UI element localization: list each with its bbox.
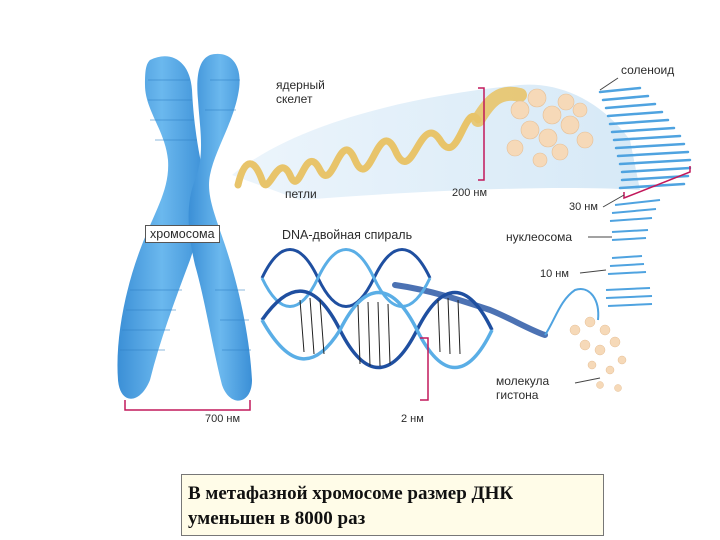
condensed-nucleosome-cluster [506, 88, 594, 168]
leader-30nm [602, 194, 625, 208]
label-loops: петли [285, 187, 317, 201]
label-chromosome: хромосома [145, 225, 220, 243]
label-700nm: 700 нм [205, 413, 241, 425]
dna-double-helix-small [260, 248, 432, 308]
chromosome-chromatid-right [188, 53, 252, 401]
label-200nm: 200 нм [452, 187, 488, 199]
nucleosome-fiber [605, 199, 661, 307]
label-nuclear-skeleton: ядерный скелет [276, 78, 325, 106]
label-30nm: 30 нм [569, 201, 598, 213]
bracket-200nm [478, 87, 485, 181]
label-histone: молекула гистона [496, 374, 550, 402]
caption-line-2: уменьшен в 8000 раз [188, 508, 366, 529]
caption-line-1: В метафазной хромосоме размер ДНК [188, 483, 514, 504]
loose-nucleosomes [569, 316, 627, 392]
chromatin-loops [234, 113, 482, 189]
dna-double-helix-large [260, 289, 494, 370]
label-nucleosome: нуклеосома [506, 230, 573, 244]
bracket-700nm [124, 400, 251, 411]
label-dna-helix: DNA-двойная спираль [282, 228, 413, 242]
label-2nm: 2 нм [401, 413, 424, 425]
leader-histone [574, 377, 601, 384]
label-10nm: 10 нм [540, 268, 569, 280]
leader-10nm [579, 269, 607, 274]
caption-box: В метафазной хромосоме размер ДНК уменьш… [181, 474, 604, 536]
solenoid-coil [598, 86, 692, 190]
leader-solenoid [599, 77, 619, 91]
label-solenoid: соленоид [621, 63, 675, 77]
bracket-2nm [420, 337, 429, 401]
